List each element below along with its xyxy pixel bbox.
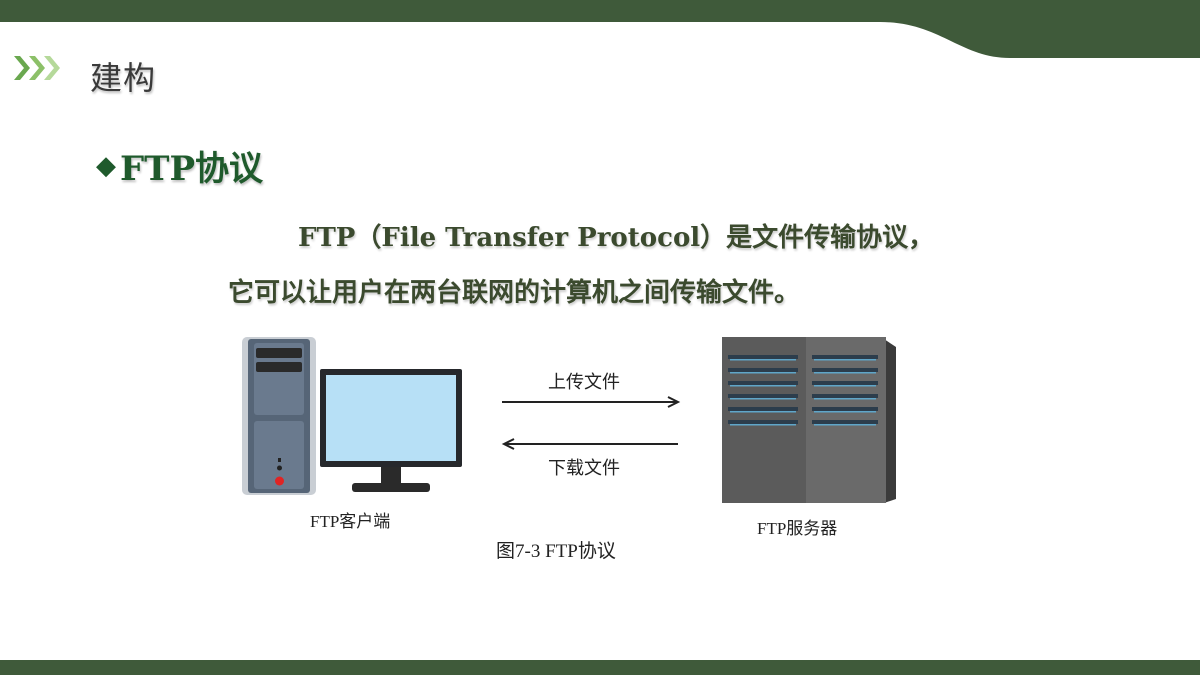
diamond-bullet-icon: ◆ [96,150,116,181]
heading-text: FTP协议 [120,149,264,189]
download-label: 下载文件 [548,458,620,478]
triple-chevron-right-icon [14,56,60,80]
bottom-decorative-band [0,660,1200,675]
upload-label: 上传文件 [548,372,620,392]
arrows [501,396,681,450]
description-line-2: 它可以让用户在两台联网的计算机之间传输文件。 [228,278,801,308]
download-arrow-icon [501,438,678,450]
client-label: FTP客户端 [310,512,391,531]
desktop-computer-icon [242,337,462,495]
ftp-diagram: 上传文件 下载文件 FTP客户端 FTP服务器 图7-3 FTP协议 [230,330,910,570]
heading: ◆ FTP协议 [96,141,263,190]
section-title: 建构 [90,59,157,97]
server-label: FTP服务器 [757,519,838,538]
top-decorative-band [0,0,1200,58]
server-rack-icon [722,337,896,503]
figure-caption: 图7-3 FTP协议 [496,541,616,562]
description-line-1: FTP（File Transfer Protocol）是文件传输协议， [298,223,935,253]
upload-arrow-icon [502,396,681,408]
